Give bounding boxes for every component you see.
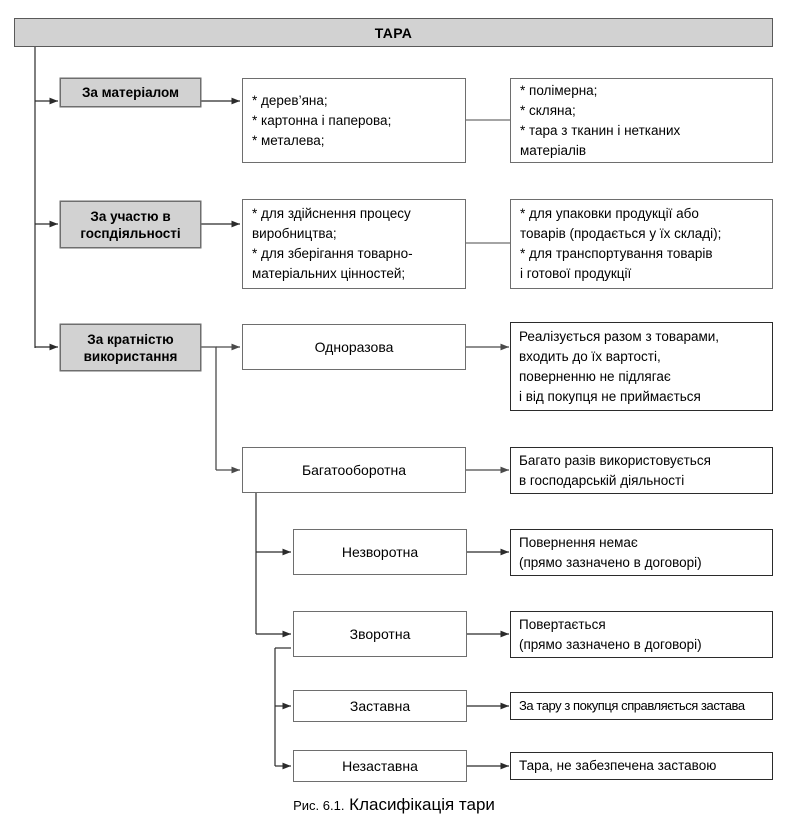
description-text: Реалізується разом з товарами, входить д… xyxy=(519,328,720,404)
description-text: Повернення немає (прямо зазначено в дого… xyxy=(519,534,702,570)
list-box-materials-secondary[interactable]: * полімерна; * скляна; * тара з тканин і… xyxy=(510,78,773,163)
category-box-za-materialom[interactable]: За матеріалом xyxy=(60,78,201,107)
list-secondary-text: * полімерна; * скляна; * тара з тканин і… xyxy=(520,82,681,158)
subtype-label: Незворотна xyxy=(341,543,419,560)
list-primary-text: * для здійснення процесу виробництва; * … xyxy=(252,206,413,281)
root-node-label: ТАРА xyxy=(374,24,413,41)
type-box-odnorazova[interactable]: Одноразова xyxy=(242,324,466,370)
list-box-usage-secondary[interactable]: * для упаковки продукції або товарів (пр… xyxy=(510,199,773,289)
category-box-za-kratnistyu[interactable]: За кратністю використання xyxy=(60,324,201,371)
type-label: Багатооборотна xyxy=(301,461,407,478)
type-box-bagatooborotna[interactable]: Багатооборотна xyxy=(242,447,466,493)
caption-prefix: Рис. 6.1. xyxy=(293,798,345,813)
subtype-label: Заставна xyxy=(349,697,411,714)
list-secondary-text: * для упаковки продукції або товарів (пр… xyxy=(520,206,722,281)
subtype-label: Незаставна xyxy=(342,757,418,774)
description-text: Тара, не забезпечена заставою xyxy=(519,758,717,773)
type-label: Одноразова xyxy=(314,338,394,355)
description-text: За тару з покупця справляється застава xyxy=(519,698,745,713)
list-box-usage-primary[interactable]: * для здійснення процесу виробництва; * … xyxy=(242,199,466,289)
caption-title: Класифікація тари xyxy=(344,795,495,814)
category-label: За кратністю використання xyxy=(83,331,178,364)
description-box-nezvorotna[interactable]: Повернення немає (прямо зазначено в дого… xyxy=(510,529,773,576)
subtype-box-zastavna[interactable]: Заставна xyxy=(293,690,467,722)
description-box-zvorotna[interactable]: Повертається (прямо зазначено в договорі… xyxy=(510,611,773,658)
subtype-label: Зворотна xyxy=(349,625,411,642)
subtype-box-nezvorotna[interactable]: Незворотна xyxy=(293,529,467,575)
category-box-za-uchastyu[interactable]: За участю в госпдіяльності xyxy=(60,201,201,248)
description-box-nezastavna[interactable]: Тара, не забезпечена заставою xyxy=(510,752,773,780)
description-box-zastavna[interactable]: За тару з покупця справляється застава xyxy=(510,692,773,720)
category-label: За матеріалом xyxy=(81,85,180,100)
subtype-box-zvorotna[interactable]: Зворотна xyxy=(293,611,467,657)
list-box-materials-primary[interactable]: * дерев’яна; * картонна і паперова; * ме… xyxy=(242,78,466,163)
root-node-tara[interactable]: ТАРА xyxy=(14,18,773,47)
subtype-box-nezastavna[interactable]: Незаставна xyxy=(293,750,467,782)
list-primary-text: * дерев’яна; * картонна і паперова; * ме… xyxy=(252,92,392,148)
description-box-bagatooborotna[interactable]: Багато разів використовується в господар… xyxy=(510,447,773,494)
description-text: Повертається (прямо зазначено в договорі… xyxy=(519,616,702,652)
description-text: Багато разів використовується в господар… xyxy=(519,452,711,488)
category-label: За участю в госпдіяльності xyxy=(80,208,181,241)
figure-caption: Рис. 6.1. Класифікація тари xyxy=(0,795,788,815)
description-box-odnorazova[interactable]: Реалізується разом з товарами, входить д… xyxy=(510,322,773,411)
